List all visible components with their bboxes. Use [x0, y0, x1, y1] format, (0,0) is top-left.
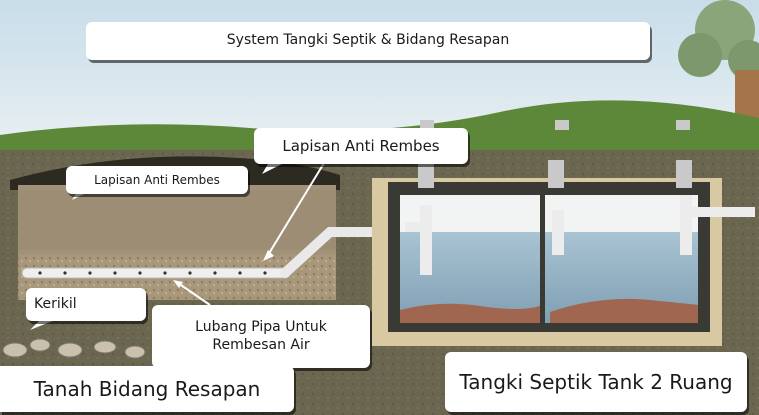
label-tanah-bidang-resapan: Tanah Bidang Resapan — [0, 366, 294, 412]
label-kerikil: Kerikil — [26, 288, 146, 321]
rocks — [2, 338, 146, 359]
label-kerikil-text: Kerikil — [34, 295, 77, 312]
label-tangki-septik: Tangki Septik Tank 2 Ruang — [445, 352, 747, 412]
tree — [678, 0, 759, 80]
label-lapisan-anti-rembes-top: Lapisan Anti Rembes — [254, 128, 468, 164]
diagram-title-text: System Tangki Septik & Bidang Resapan — [226, 32, 510, 49]
callout-tail-top — [262, 164, 282, 174]
label-lapisan-anti-rembes-top-text: Lapisan Anti Rembes — [282, 136, 440, 155]
label-lubang-pipa-text: Lubang Pipa Untuk Rembesan Air — [195, 319, 327, 353]
pointer-arrowhead-lubang — [173, 280, 183, 288]
label-tangki-septik-text: Tangki Septik Tank 2 Ruang — [459, 369, 733, 394]
absorption-gravel-top — [18, 190, 336, 250]
label-lapisan-anti-rembes-left: Lapisan Anti Rembes — [66, 166, 248, 194]
diagram-title: System Tangki Septik & Bidang Resapan — [86, 22, 650, 60]
label-lapisan-anti-rembes-left-text: Lapisan Anti Rembes — [94, 172, 220, 187]
label-tanah-bidang-resapan-text: Tanah Bidang Resapan — [33, 376, 261, 401]
label-lubang-pipa: Lubang Pipa Untuk Rembesan Air — [152, 305, 370, 368]
septic-tank — [388, 120, 755, 332]
pointer-line-lubang — [177, 282, 211, 306]
callout-tail-kerikil — [30, 320, 55, 330]
pointer-arrowhead-lapisan — [263, 250, 274, 261]
